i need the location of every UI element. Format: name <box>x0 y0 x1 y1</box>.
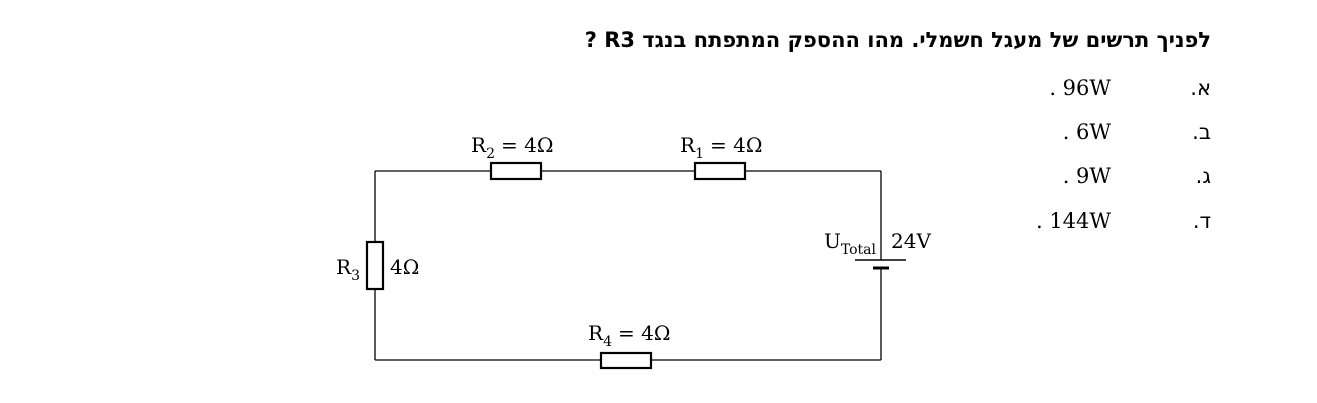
option-value: . 9W <box>1062 164 1111 188</box>
option-b[interactable]: ב. . 6W <box>1011 120 1211 150</box>
option-a[interactable]: א. . 96W <box>1011 76 1211 106</box>
resistor-r4 <box>599 351 653 370</box>
option-value: . 6W <box>1062 120 1111 144</box>
resistor-r3 <box>365 240 385 291</box>
option-value: . 96W <box>1049 76 1111 100</box>
label-source-value: 24V <box>891 229 931 253</box>
label-r4: R4= 4Ω <box>588 321 670 350</box>
label-r2: R2= 4Ω <box>471 133 553 162</box>
resistor-r2 <box>489 161 543 181</box>
resistor-r1 <box>693 161 747 181</box>
label-r3-value: 4Ω <box>390 255 419 279</box>
label-r3-name: R3 <box>336 255 360 284</box>
option-value: . 144W <box>1035 209 1111 233</box>
question-text: לפניך תרשים של מעגל חשמלי. מהו ההספק המת… <box>584 28 1211 52</box>
label-r1: R1= 4Ω <box>680 133 762 162</box>
option-letter: א. <box>1190 76 1211 100</box>
option-letter: ג. <box>1195 164 1211 188</box>
option-d[interactable]: ד. . 144W <box>1011 209 1211 239</box>
label-source-name: UTotal <box>824 229 877 258</box>
option-letter: ד. <box>1192 209 1211 233</box>
option-letter: ב. <box>1192 120 1211 144</box>
option-c[interactable]: ג. . 9W <box>1011 164 1211 194</box>
